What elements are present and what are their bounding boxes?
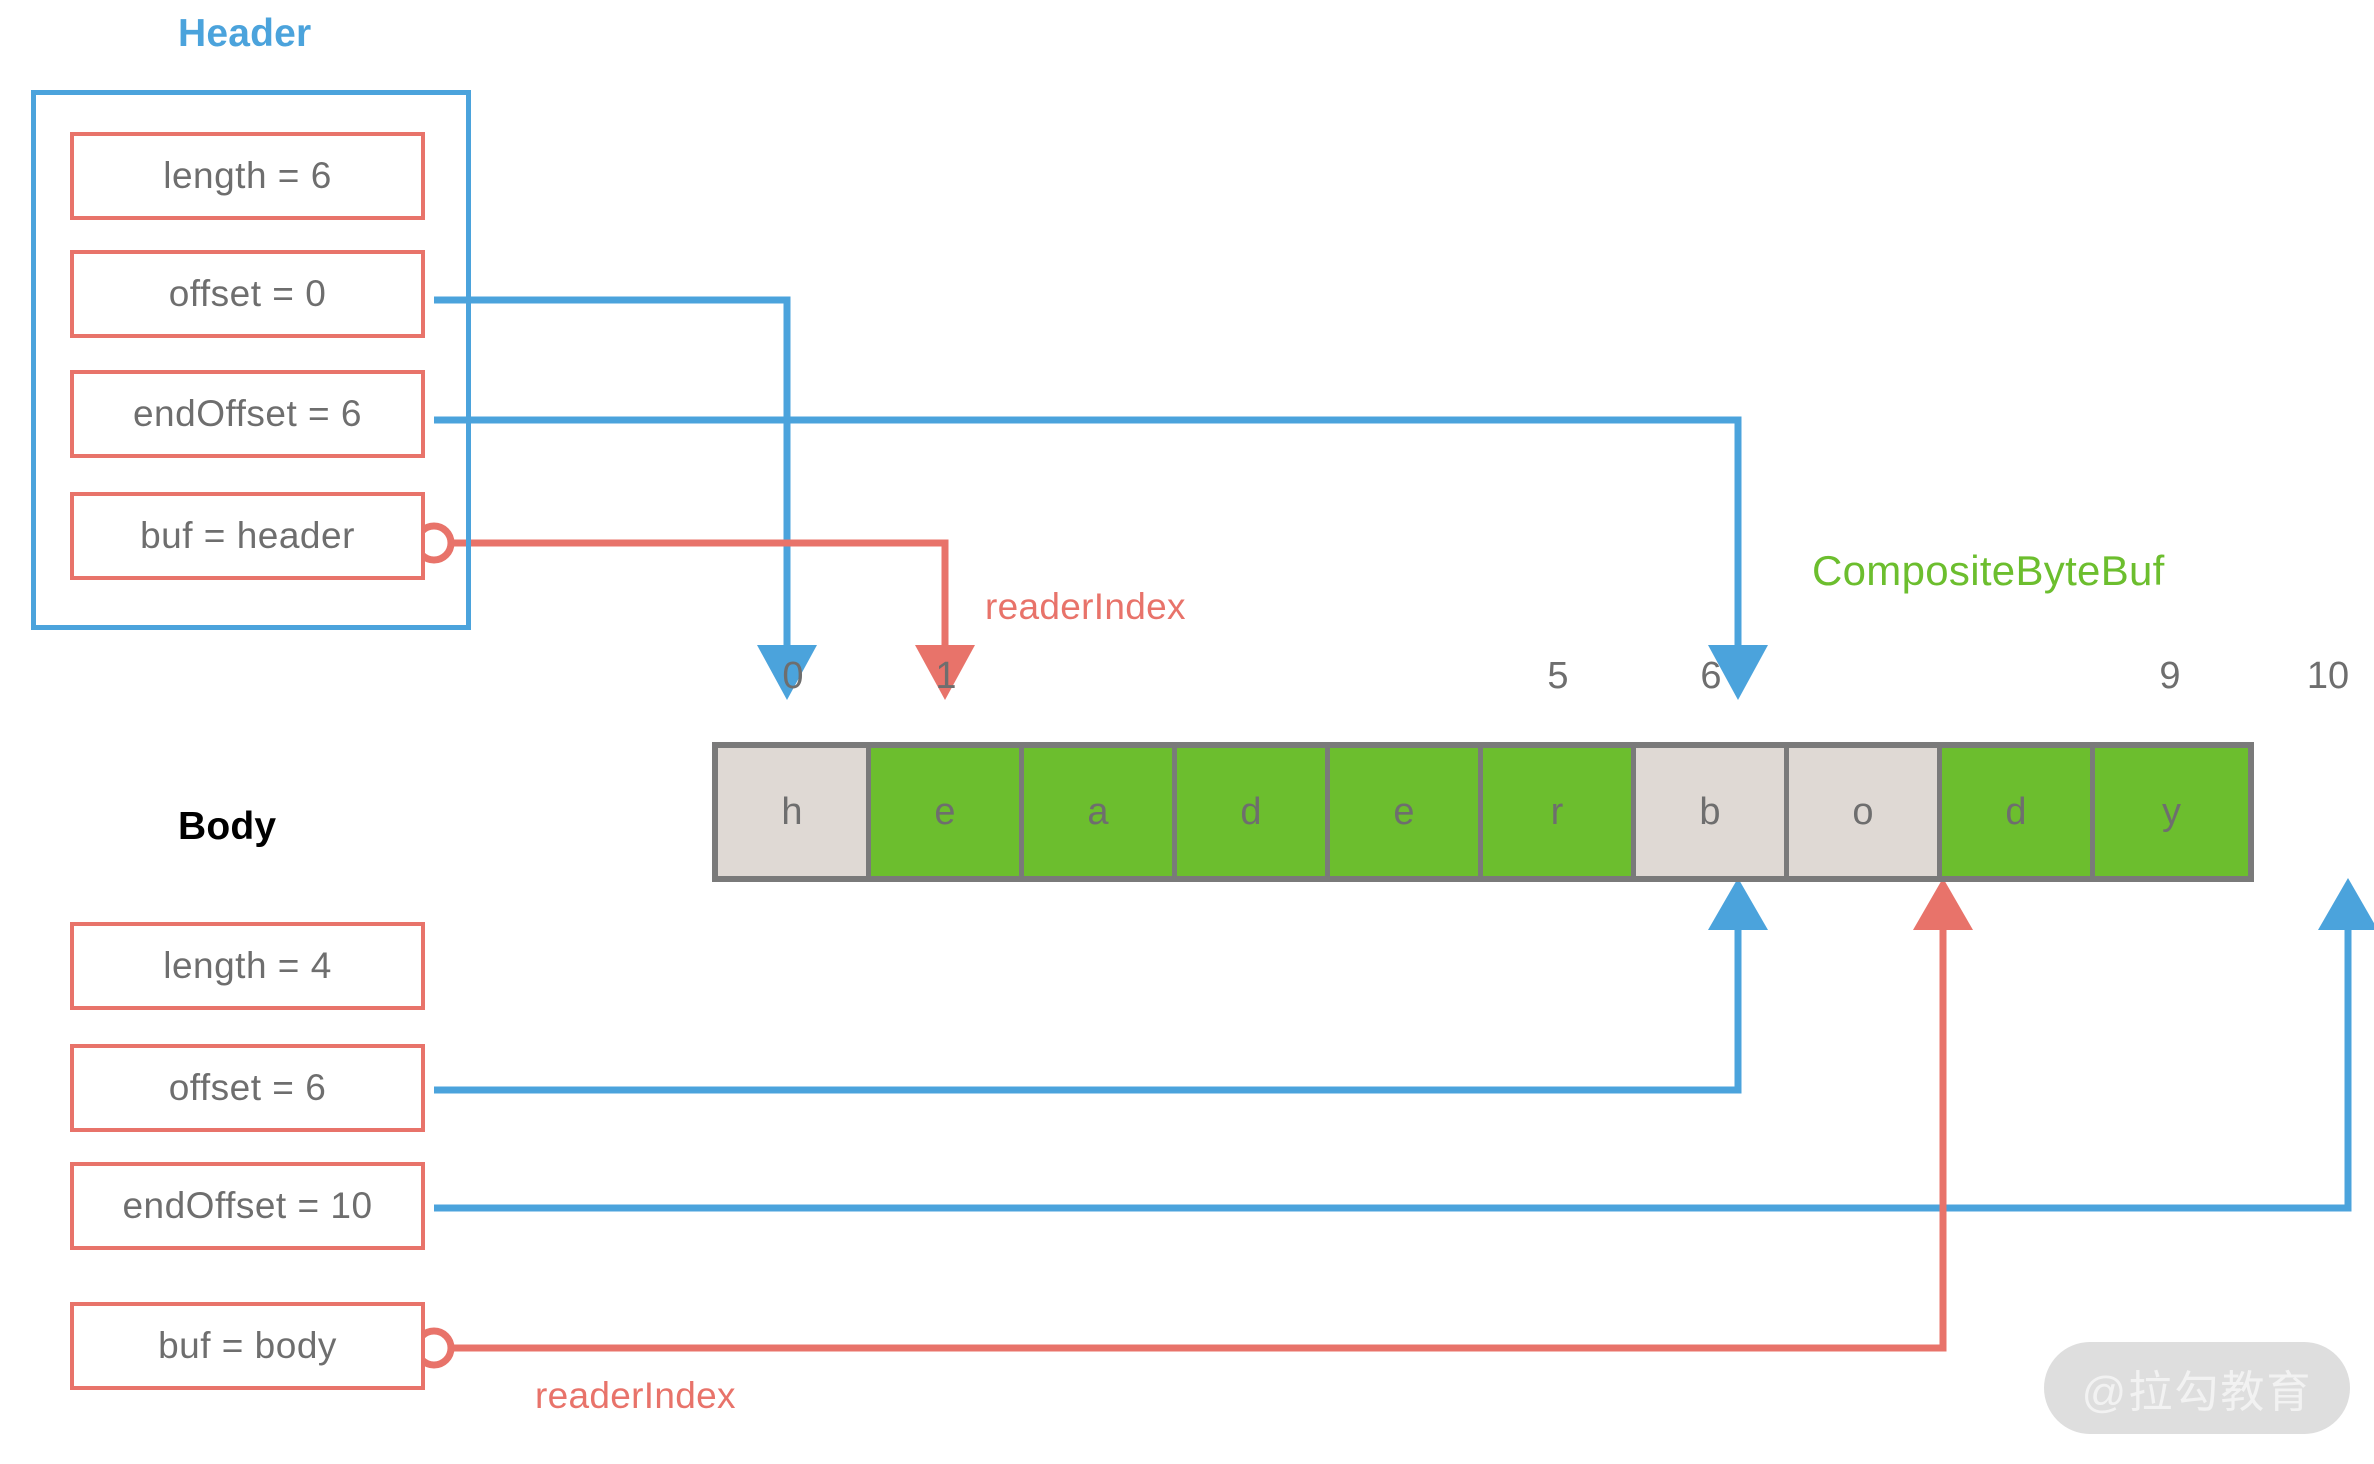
body-field-endoffset: endOffset = 10: [70, 1162, 425, 1250]
buffer-cell: b: [1636, 748, 1789, 876]
buffer-cell: d: [1942, 748, 2095, 876]
header-field-offset: offset = 0: [70, 250, 425, 338]
buffer-cell-char: a: [1087, 790, 1109, 833]
buffer-cell: y: [2095, 748, 2248, 876]
watermark-badge: @拉勾教育: [2044, 1342, 2350, 1434]
buffer-cell-char: r: [1550, 790, 1564, 833]
connector-body-offset: [434, 878, 1768, 1094]
buffer-cell-char: d: [1240, 790, 1262, 833]
header-group-title: Header: [178, 12, 312, 55]
body-field-buf: buf = body: [70, 1302, 425, 1390]
index-tick-1: 1: [935, 655, 957, 697]
index-tick-9: 9: [2159, 655, 2181, 697]
body-field-length: length = 4: [70, 922, 425, 1010]
body-field-offset: offset = 6: [70, 1044, 425, 1132]
header-field-buf: buf = header: [70, 492, 425, 580]
buffer-cell: o: [1789, 748, 1942, 876]
readerindex-label-bottom: readerIndex: [535, 1375, 736, 1416]
connector-header-readerindex: [413, 522, 975, 700]
header-field-endoffset: endOffset = 6: [70, 370, 425, 458]
header-group-box: [31, 90, 471, 630]
buffer-cell-char: d: [2005, 790, 2027, 833]
index-tick-10: 10: [2306, 655, 2350, 697]
index-tick-0: 0: [782, 655, 804, 697]
buffer-cell-char: b: [1699, 790, 1721, 833]
buffer-cell-char: o: [1852, 790, 1874, 833]
watermark-text: @拉勾教育: [2081, 1368, 2313, 1417]
buffer-cell: a: [1024, 748, 1177, 876]
buffer-cell: d: [1177, 748, 1330, 876]
buffer-cell-char: e: [934, 790, 956, 833]
buffer-cell: e: [1330, 748, 1483, 876]
buffer-cell: h: [718, 748, 871, 876]
buffer-cell-char: y: [2162, 790, 2181, 833]
buffer-cell-char: h: [781, 790, 803, 833]
readerindex-label-top: readerIndex: [985, 586, 1186, 627]
index-tick-6: 6: [1700, 655, 1722, 697]
index-tick-5: 5: [1547, 655, 1569, 697]
body-group-title: Body: [178, 805, 277, 848]
buffer-cell: e: [871, 748, 1024, 876]
connector-header-offset: [434, 296, 817, 700]
connector-body-readerindex: [413, 878, 1973, 1369]
buffer-cell-char: e: [1393, 790, 1415, 833]
buffer-cell: r: [1483, 748, 1636, 876]
compositebytebuf-label: CompositeByteBuf: [1812, 547, 2165, 594]
header-field-length: length = 6: [70, 132, 425, 220]
connector-body-endoffset: [434, 878, 2374, 1212]
